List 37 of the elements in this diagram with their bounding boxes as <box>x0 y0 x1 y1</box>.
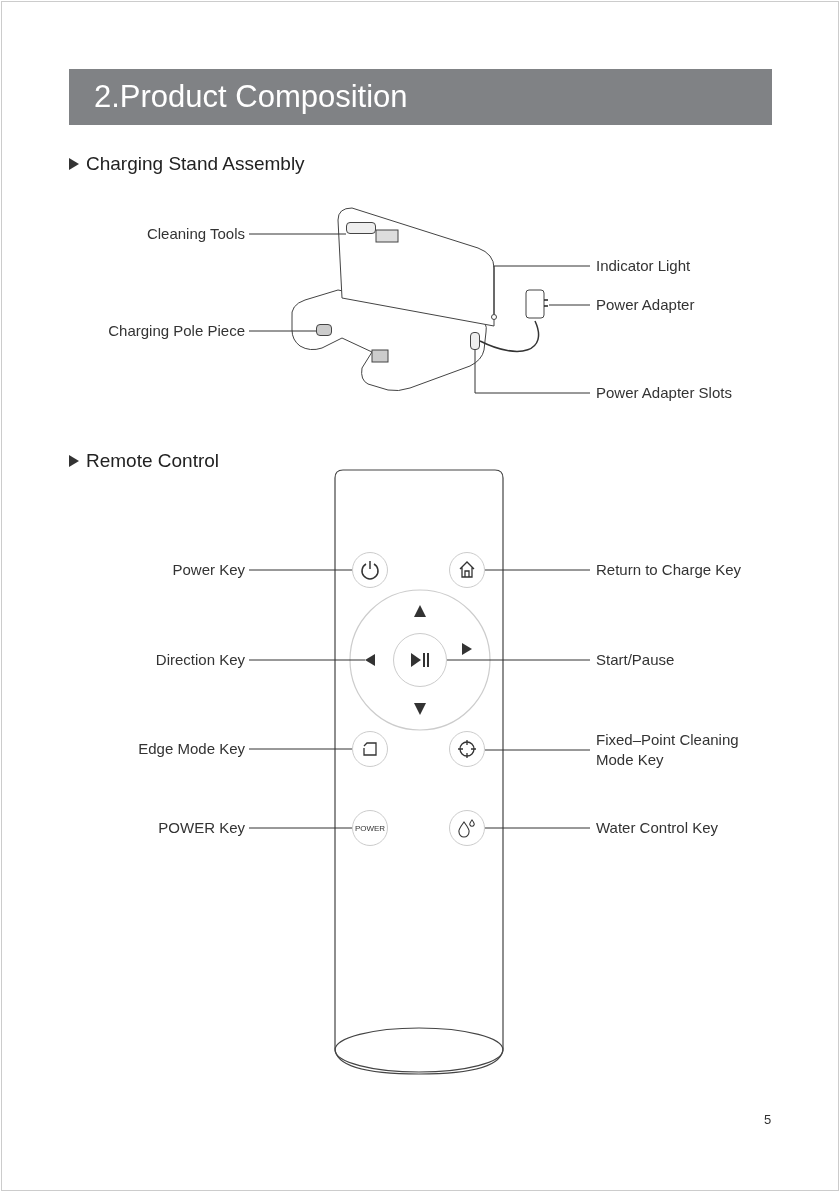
callout-label: Return to Charge Key <box>596 560 742 580</box>
cleaning-tool-tray <box>346 222 376 234</box>
callout-label: Power Adapter <box>596 295 695 315</box>
leader-line <box>446 659 591 661</box>
leader-line <box>248 569 353 571</box>
leader-line <box>248 233 347 235</box>
leader-line <box>248 827 353 829</box>
leader-line <box>484 569 591 571</box>
callout-label: Edge Mode Key <box>138 739 245 759</box>
leader-line <box>248 748 353 750</box>
callout-label: Start/Pause <box>596 650 675 670</box>
callout-label: Power Adapter Slots <box>596 383 732 403</box>
leader-line <box>484 749 591 751</box>
callout-label: Indicator Light <box>596 256 691 276</box>
callout-label: Water Control Key <box>596 818 718 838</box>
callout-label: POWER Key <box>158 818 245 838</box>
callout-label: Cleaning Tools <box>146 224 245 244</box>
adapter-socket <box>470 332 480 350</box>
leader-line <box>493 265 591 315</box>
callout-label: Charging Pole Piece <box>108 321 245 341</box>
callout-label: Direction Key <box>155 650 245 670</box>
indicator-light <box>491 314 497 320</box>
page-number: 5 <box>764 1111 772 1129</box>
leader-line <box>548 304 591 306</box>
power-cable <box>479 320 540 353</box>
title-banner: 2.Product Composition <box>69 69 772 125</box>
callout-label: Fixed–Point Cleaning Mode Key <box>596 730 776 770</box>
section-heading: Remote Control <box>86 450 220 472</box>
section-heading: Charging Stand Assembly <box>86 153 305 175</box>
left-arrow-key <box>365 654 375 666</box>
leader-line <box>248 330 317 332</box>
leader-line <box>248 659 366 661</box>
leader-line <box>484 827 591 829</box>
leader-line <box>474 349 591 394</box>
power-adapter-drawing <box>525 289 549 321</box>
callout-label: Power Key <box>172 560 245 580</box>
charging-contact <box>316 324 332 336</box>
